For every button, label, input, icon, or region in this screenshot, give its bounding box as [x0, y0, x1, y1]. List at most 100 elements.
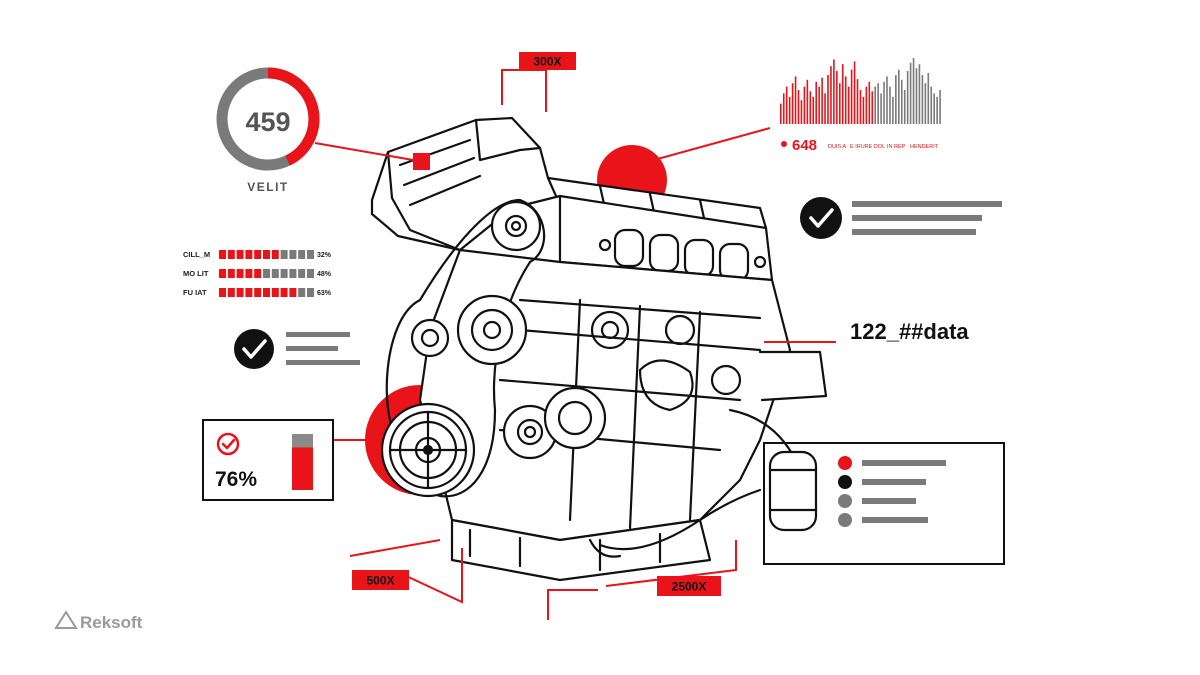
spectrum-bar — [924, 83, 927, 124]
progress-segment — [298, 269, 306, 278]
placeholder-line — [852, 229, 976, 235]
spectrum-bar — [836, 70, 838, 124]
spectrum-bars — [780, 58, 941, 124]
placeholder-line — [286, 346, 338, 351]
engine-illustration — [370, 116, 828, 582]
spectrum-bar — [797, 90, 800, 124]
progress-percent: 63% — [317, 290, 332, 297]
spectrum-bar — [918, 64, 921, 124]
progress-segment — [280, 250, 288, 259]
data-label: 122_##data — [850, 319, 969, 344]
progress-segment — [298, 250, 306, 259]
spectrum-tag: IN REP — [887, 144, 906, 150]
spectrum-bar — [898, 69, 900, 124]
spectrum-bar — [859, 90, 862, 124]
progress-segment — [289, 269, 297, 278]
progress-bar — [219, 250, 314, 259]
spectrum-bar — [903, 90, 906, 124]
logo-text: Reksoft — [80, 613, 143, 632]
progress-label: MO LIT — [183, 269, 209, 278]
progress-segment — [263, 250, 270, 259]
progress-segment — [289, 288, 297, 297]
progress-row: FU IAT 63% — [183, 288, 332, 297]
spectrum-bar — [856, 79, 859, 124]
spectrum-bar — [939, 90, 941, 124]
legend-line — [862, 479, 926, 485]
gauge-fill — [267, 67, 320, 166]
progress-label: CILL_M — [183, 250, 210, 259]
spectrum-bar — [895, 75, 897, 124]
progress-segment — [254, 288, 262, 297]
dim-label-top-box — [519, 52, 576, 70]
spectrum-bar — [780, 103, 782, 124]
spectrum-bar — [906, 70, 909, 124]
spectrum-bar — [827, 75, 829, 124]
spectrum-bar — [853, 61, 856, 124]
progress-percent: 32% — [317, 252, 332, 259]
spectrum-tag: HENDERIT — [910, 144, 939, 150]
legend-frame — [763, 442, 1005, 565]
legend-dot — [838, 456, 852, 470]
spectrum-tag: DUIS A — [828, 144, 846, 150]
spectrum-bar — [930, 86, 933, 124]
spectrum-bar — [818, 86, 820, 124]
progress-segment — [263, 269, 270, 278]
progress-segment — [307, 288, 314, 297]
spectrum-bar — [824, 93, 826, 124]
dim-label-bottom-right-box — [657, 576, 721, 596]
spectrum-bar — [785, 86, 788, 124]
progress-segment — [227, 288, 235, 297]
level-bar-fill — [292, 447, 313, 490]
progress-segment — [227, 269, 235, 278]
progress-segment — [236, 269, 244, 278]
dim-label-bottom-right: 2500X — [672, 580, 707, 594]
progress-segment — [227, 250, 235, 259]
spectrum-bar — [782, 93, 785, 124]
progress-segment — [219, 250, 226, 259]
spectrum-bar — [791, 83, 794, 124]
legend-line — [862, 498, 916, 504]
legend-dot — [838, 513, 852, 527]
spectrum-bar — [892, 96, 894, 124]
progress-segment — [280, 288, 288, 297]
progress-segment — [307, 269, 314, 278]
placeholder-line — [286, 360, 360, 365]
spectrum-widget: 648 DUIS A E IRURE DOL IN REP HENDERIT — [780, 58, 941, 154]
connector-lines — [314, 69, 836, 620]
progress-segment — [245, 250, 253, 259]
spectrum-bar — [886, 76, 888, 124]
spectrum-bar — [883, 81, 885, 124]
spectrum-bar — [936, 96, 938, 124]
dim-label-bottom-left-box — [352, 570, 409, 590]
dim-label-bottom-left: 500X — [366, 574, 394, 588]
progress-segment — [263, 288, 270, 297]
progress-segment — [271, 269, 279, 278]
spectrum-bar — [933, 93, 935, 124]
progress-segment — [298, 288, 306, 297]
legend-line — [862, 460, 946, 466]
progress-segment — [219, 269, 226, 278]
spectrum-tag: E IRURE DOL — [850, 144, 885, 150]
spectrum-bar — [889, 86, 891, 124]
spectrum-bar — [912, 58, 915, 124]
progress-row: CILL_M 32% — [183, 250, 332, 259]
spectrum-bar — [874, 86, 876, 124]
spectrum-bar — [880, 93, 882, 124]
spectrum-bar — [862, 96, 865, 124]
legend-panel — [763, 442, 1005, 565]
progress-label: FU IAT — [183, 288, 207, 297]
check-item-left — [234, 329, 360, 369]
progress-bar — [219, 269, 314, 278]
spectrum-bar — [847, 86, 850, 124]
reksoft-logo: Reksoft — [54, 610, 143, 632]
status-value: 76% — [215, 468, 257, 491]
logo-mark-icon — [54, 610, 78, 629]
gauge-label: VELIT — [247, 180, 289, 194]
progress-segment — [280, 269, 288, 278]
progress-bars-panel: CILL_M 32% MO LIT 48% FU IAT 63% — [183, 250, 332, 297]
spectrum-bar — [868, 81, 871, 124]
spectrum-bar — [833, 59, 835, 124]
spectrum-bar — [927, 73, 930, 124]
progress-segment — [245, 269, 253, 278]
